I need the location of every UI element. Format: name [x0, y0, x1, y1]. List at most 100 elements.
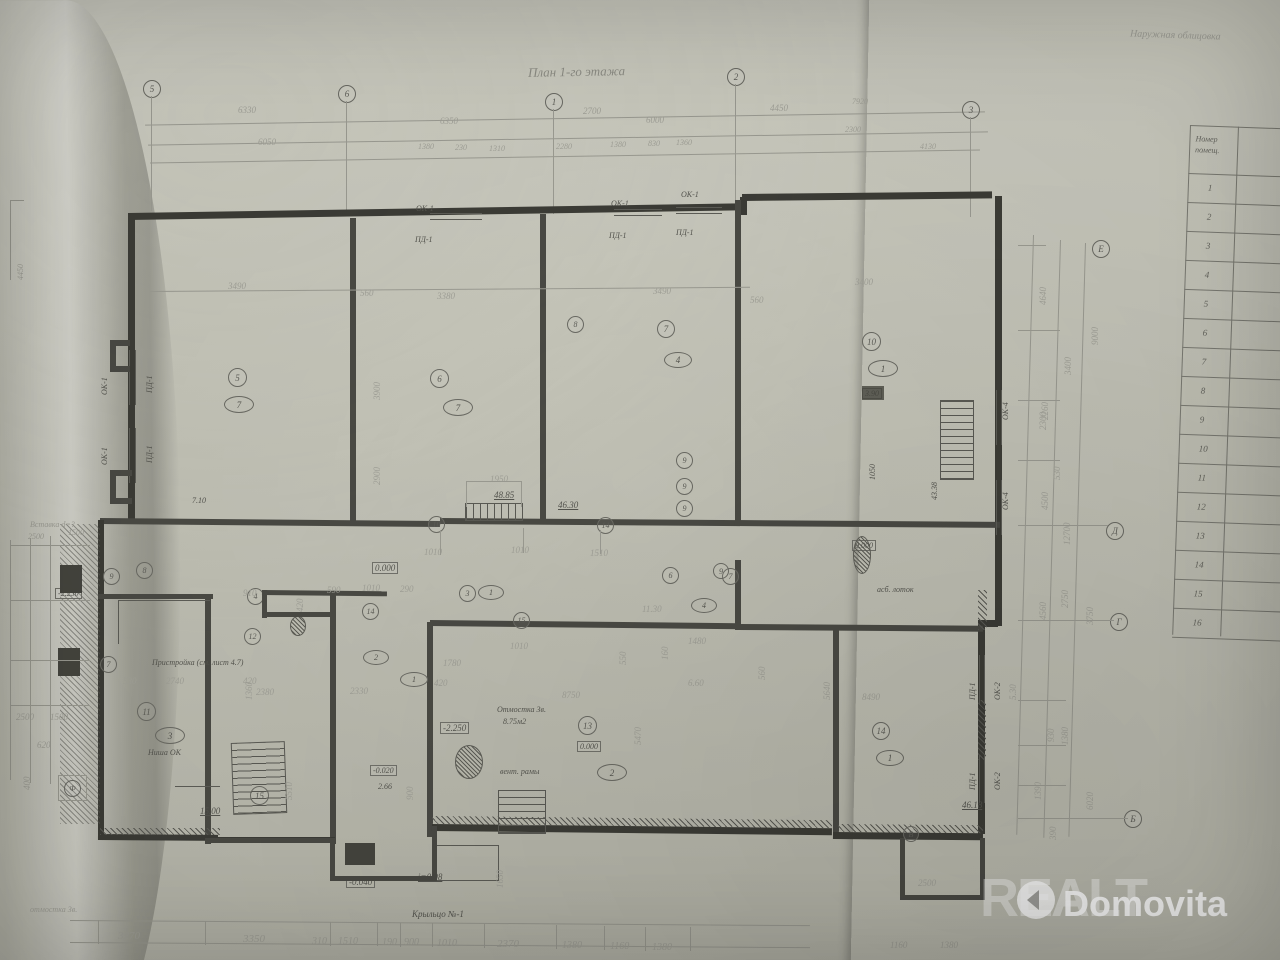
window-opening-top-2	[614, 209, 662, 210]
dim-int-420c: 420	[243, 676, 257, 686]
dim-tick-a	[440, 530, 441, 555]
detail-box-bot	[58, 800, 86, 801]
partition-lower-right	[833, 628, 839, 836]
door-tag-pd1-left-b: ПД-1	[145, 445, 154, 463]
dim-tick-bot-2	[205, 921, 206, 945]
dim-int-2330: 2330	[350, 686, 368, 696]
table-row: 7	[1201, 356, 1207, 367]
dim-bottom-8: 2370	[497, 938, 519, 950]
exterior-wall-left	[128, 214, 135, 524]
label-left-note: Вставка d=?	[30, 520, 75, 529]
dim-tick-r-3	[1018, 400, 1060, 401]
window-tag-ok2-right: ОК-2	[993, 682, 1002, 700]
label-left-dim-b: 1500	[68, 528, 84, 537]
room-bubble-14: 14	[872, 722, 890, 740]
dim-right-2750: 2750	[1060, 590, 1070, 608]
elevation-marker-0: 0.000	[372, 562, 399, 574]
axis-bubble-top-4: 2	[727, 68, 745, 86]
dim-int-900: 900	[405, 786, 415, 801]
room-note-11: Пристройка (см. лист 4.7)	[152, 658, 244, 667]
dim-top-inner-6: 830	[648, 139, 660, 148]
dim-top-inner-5: 1380	[610, 140, 626, 149]
ext-wall-c	[330, 838, 335, 880]
stair-hatch-top	[465, 503, 523, 521]
axis-bubble-top-2: 6	[338, 85, 356, 103]
porch-line-c	[498, 845, 499, 881]
axis-line-top-4	[735, 84, 736, 212]
dim-int-290: 290	[400, 584, 414, 594]
dim-bottom-7: 1010	[437, 938, 457, 949]
column-marker-2	[58, 648, 80, 676]
table-row: 2	[1206, 211, 1212, 222]
exterior-wall-bottom-left	[97, 834, 218, 841]
table-row: 5	[1203, 298, 1209, 309]
door-tag-pd1-left-a: ПД-1	[145, 375, 154, 393]
dim-right-3750: 3750	[1085, 607, 1095, 625]
room-bubble-left-a: 9	[103, 568, 120, 585]
partition-left-1	[350, 218, 356, 523]
room-note-3: Ниша ОК	[148, 748, 181, 757]
dim-int-420: 420	[434, 678, 448, 688]
window-opening-right-4	[979, 755, 980, 803]
dim-right-390: 390	[1048, 826, 1058, 841]
dim-top-inner-7: 1360	[676, 138, 692, 147]
dim-int-550: 550	[618, 651, 628, 666]
dim-tick-r-6	[1018, 620, 1114, 621]
elevation-marker-0020: -0.020	[370, 765, 397, 776]
wall-notch-left-4	[110, 498, 132, 504]
room-bubble-mid-a: 9	[676, 452, 693, 469]
axis-bubble-top-1: 5	[143, 80, 161, 98]
dim-bottom-1: 3270	[118, 930, 140, 942]
partition-lower-3	[205, 594, 211, 844]
ext-wall-a	[98, 594, 122, 599]
axis-bubble-top-3: 1	[545, 93, 563, 111]
annotation-left-small: 7.10	[192, 496, 206, 505]
dim-int-1650: 1650	[495, 870, 505, 888]
dim-int-420b: 420	[295, 598, 305, 613]
dim-int-5640: 5640	[822, 682, 832, 700]
dim-tick-bot-5	[400, 923, 401, 947]
dim-top-inner-1: 1380	[418, 142, 434, 151]
elevation-266: 2.66	[378, 782, 392, 791]
table-header-cell: Номер помещ.	[1194, 134, 1220, 156]
dim-right-930: 930	[1046, 728, 1056, 743]
dim-bottom-5: 190	[382, 937, 397, 948]
dim-int-2380: 2380	[256, 687, 274, 697]
table-row: 14	[1194, 559, 1204, 570]
annotation-otmostka: Отмостка Зв.	[497, 705, 546, 714]
dim-int-160: 160	[660, 646, 670, 661]
dim-int-2740: 2740	[166, 676, 184, 686]
dim-int-530: 530	[123, 676, 137, 686]
dim-tick-l-1	[10, 545, 90, 546]
room-marker-3: 3	[155, 727, 185, 744]
axis-bubble-right-E: Е	[1092, 240, 1110, 258]
window-tag-ok1-b: ОК-1	[611, 199, 629, 208]
wall-notch-left-1v	[110, 340, 116, 372]
exterior-wall-left-lower	[98, 520, 104, 838]
stair-dim-right: 1050	[868, 464, 877, 480]
room-marker-2s: 2	[363, 650, 389, 665]
room-marker-2: 2	[597, 764, 627, 781]
room-bubble-7: 7	[657, 320, 675, 338]
dim-tick-bot-10	[645, 927, 646, 951]
room-marker-1-upper: 1	[868, 360, 898, 377]
axis-line-top-3	[553, 109, 554, 214]
dim-bottom-6: 900	[404, 937, 419, 948]
room-bubble-6: 6	[430, 369, 449, 388]
annotation-asb: асб. лоток	[877, 585, 914, 594]
dim-bottom-13: 1380	[940, 940, 958, 950]
watermark-realt: REALT	[980, 868, 1148, 928]
partition-small-left	[118, 594, 213, 599]
window-opening-top-3b	[676, 213, 722, 214]
room-bubble-misc: 9	[713, 563, 729, 579]
window-opening-left-1	[129, 350, 130, 405]
dim-bottom-2: 3350	[243, 933, 265, 945]
dim-int-560: 560	[360, 288, 374, 298]
dim-tick-bot-6	[432, 923, 433, 947]
partition-center-1	[540, 214, 546, 519]
table-row-divider	[1177, 491, 1280, 497]
dim-tick-r-4	[1018, 460, 1060, 461]
dim-tick-r-9	[1018, 785, 1066, 786]
table-row: 6	[1202, 327, 1208, 338]
